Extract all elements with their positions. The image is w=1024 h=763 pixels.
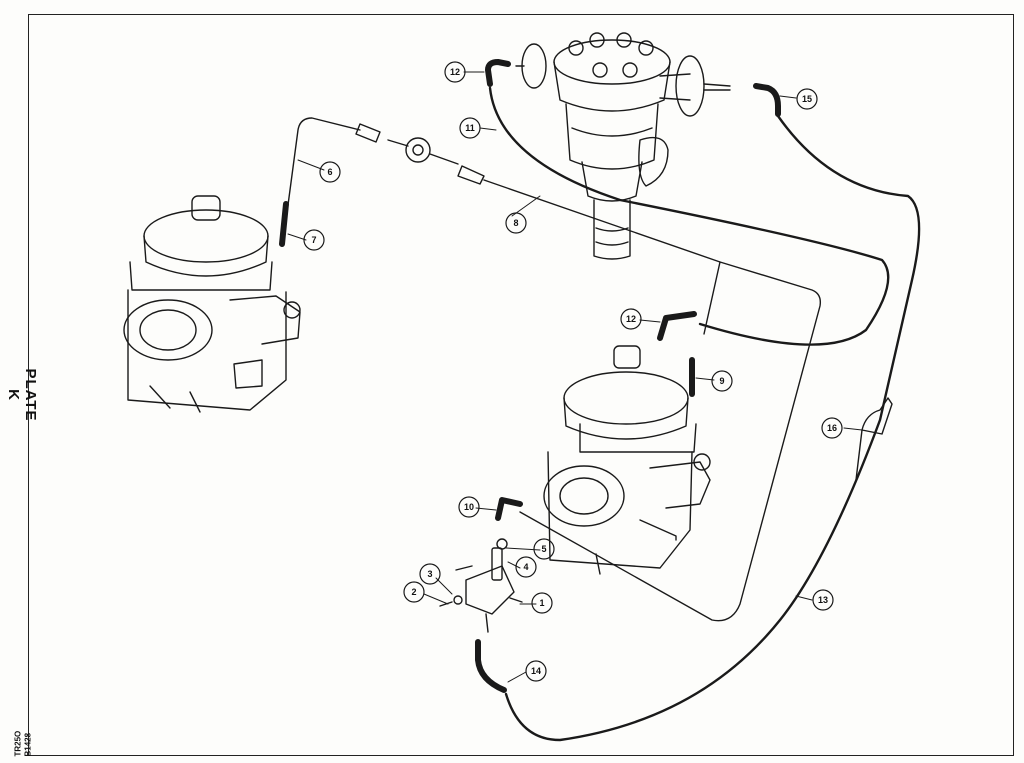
callout-11: 11 xyxy=(459,117,481,139)
right-carburettor xyxy=(543,345,711,575)
callout-label: 13 xyxy=(818,595,828,605)
callout-13: 13 xyxy=(812,589,834,611)
clip-16 xyxy=(855,397,893,481)
callout-2: 2 xyxy=(403,581,425,603)
callout-4: 4 xyxy=(515,556,537,578)
callout-label: 3 xyxy=(427,569,432,579)
callout-label: 4 xyxy=(523,562,528,572)
hose-15 xyxy=(753,83,781,117)
callout-label: 8 xyxy=(513,218,518,228)
hose-10 xyxy=(495,497,523,521)
leader-lines xyxy=(287,71,863,683)
callout-1: 1 xyxy=(531,592,553,614)
callout-3: 3 xyxy=(419,563,441,585)
hose-7 xyxy=(279,201,289,247)
callout-8: 8 xyxy=(505,212,527,234)
callout-label: 16 xyxy=(827,423,837,433)
callout-label: 5 xyxy=(541,544,546,554)
callout-6: 6 xyxy=(319,161,341,183)
callout-label: 9 xyxy=(719,376,724,386)
callout-label: 12 xyxy=(626,314,636,324)
valve-assembly xyxy=(439,538,523,633)
drawing-border xyxy=(28,14,1014,756)
callout-label: 6 xyxy=(327,167,332,177)
left-carburettor xyxy=(123,195,301,413)
callout-5: 5 xyxy=(533,538,555,560)
callout-label: 11 xyxy=(465,123,475,133)
callout-label: 14 xyxy=(531,666,541,676)
callout-9: 9 xyxy=(711,370,733,392)
callout-12-lower: 12 xyxy=(620,308,642,330)
pipe-6 xyxy=(285,117,381,221)
callout-label: 1 xyxy=(539,598,544,608)
callout-16: 16 xyxy=(821,417,843,439)
callout-7: 7 xyxy=(303,229,325,251)
pipe-13 xyxy=(504,114,921,742)
callout-label: 15 xyxy=(802,94,812,104)
callout-label: 10 xyxy=(464,502,474,512)
pipe-11 xyxy=(488,86,890,346)
distributor xyxy=(515,32,731,260)
hose-12-lower xyxy=(657,311,697,341)
callout-15: 15 xyxy=(796,88,818,110)
callout-12-upper: 12 xyxy=(444,61,466,83)
pipe-8 xyxy=(483,179,822,622)
callout-10: 10 xyxy=(458,496,480,518)
callout-label: 12 xyxy=(450,67,460,77)
hose-12-upper xyxy=(485,59,511,87)
callout-14: 14 xyxy=(525,660,547,682)
hose-14 xyxy=(475,639,507,693)
callout-label: 7 xyxy=(311,235,316,245)
callout-label: 2 xyxy=(411,587,416,597)
union-nut xyxy=(387,137,485,185)
